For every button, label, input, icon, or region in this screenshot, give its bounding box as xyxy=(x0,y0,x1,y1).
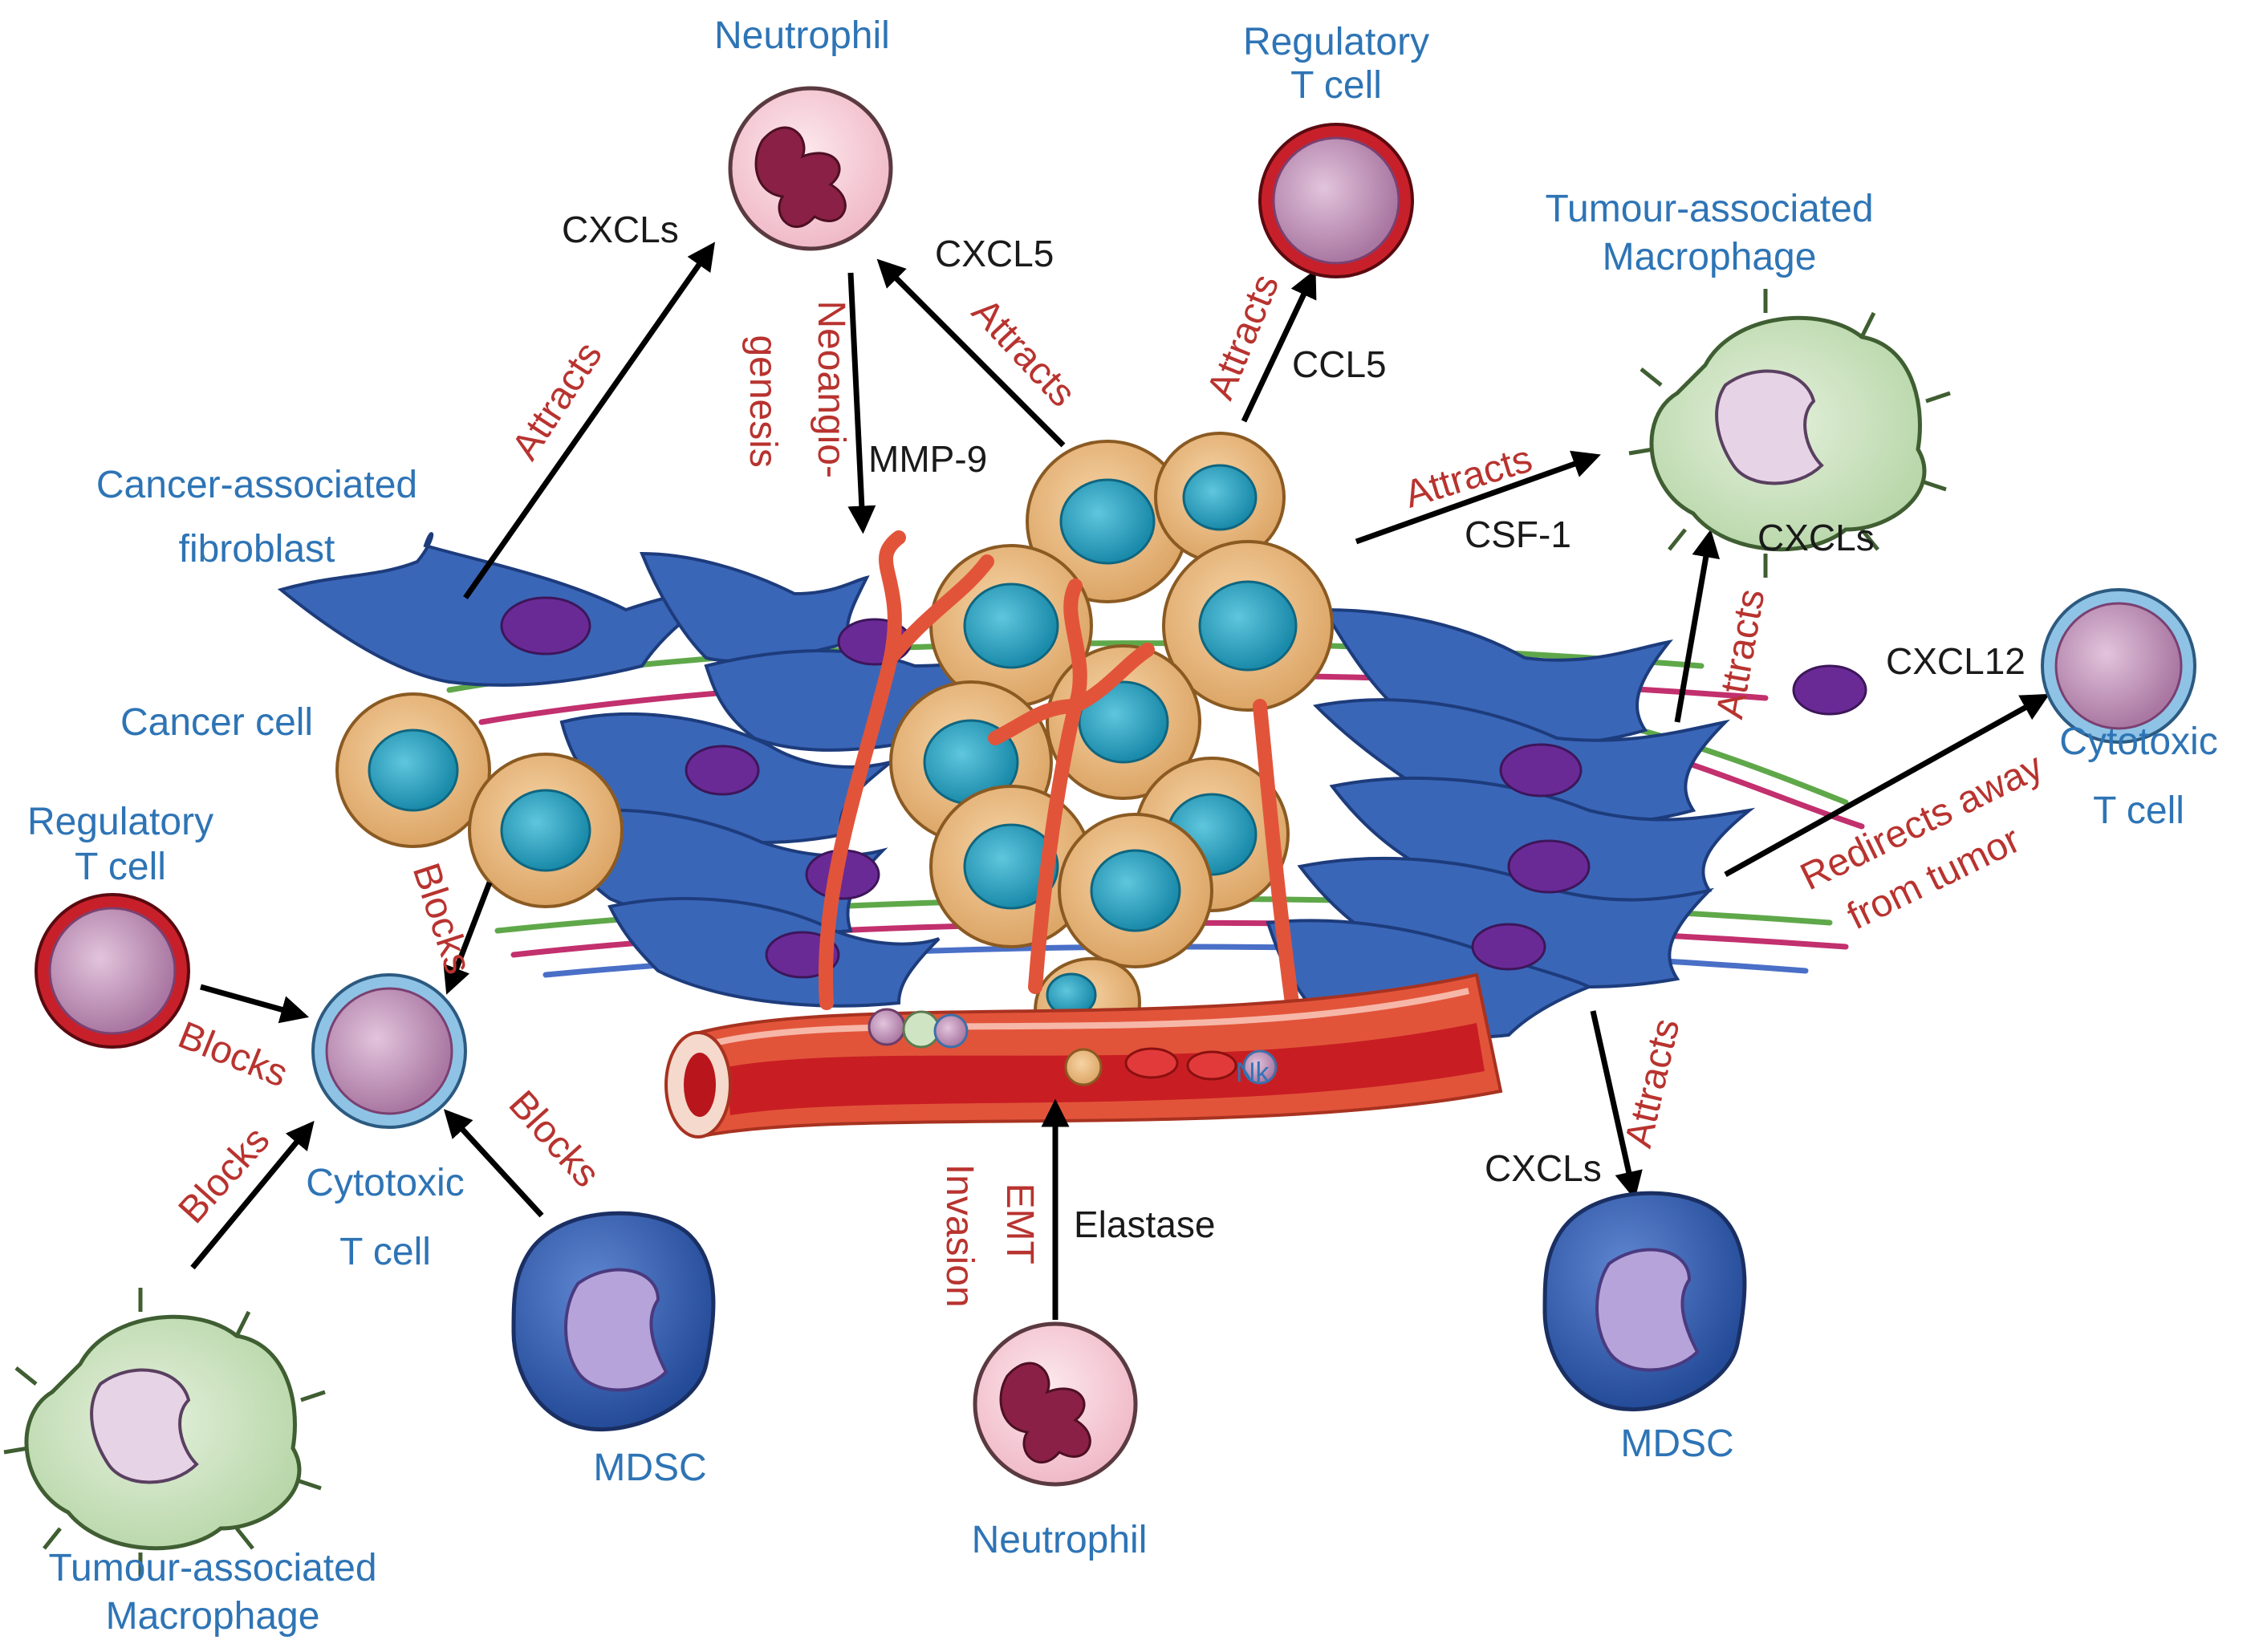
fibroblast-cells xyxy=(277,532,1756,1039)
label-cxcls-tam: CXCLs xyxy=(1757,517,1875,558)
label-neutrophil-bottom: Neutrophil xyxy=(971,1519,1148,1561)
tam-bottom xyxy=(3,1288,326,1577)
label-vessel-nk: Nk xyxy=(1236,1057,1270,1088)
label-tam-bottom-line2: Macrophage xyxy=(105,1595,320,1638)
arrow-caf-to-neutrophil xyxy=(463,242,716,600)
label-ccl5: CCL5 xyxy=(1292,343,1387,385)
label-mdsc-right: MDSC xyxy=(1620,1423,1734,1465)
label-treg-left-line2: T cell xyxy=(75,846,166,888)
blood-cells xyxy=(868,1008,1278,1086)
label-ctl-right-line2: T cell xyxy=(2093,789,2184,832)
label-treg-top-line1: Regulatory xyxy=(1242,21,1430,63)
treg-left xyxy=(35,893,190,1049)
label-ctl-center-line1: Cytotoxic xyxy=(306,1162,465,1204)
cancer-cell-left-1 xyxy=(335,692,491,848)
fibroblast-2 xyxy=(640,551,870,663)
cancer-cell-c4 xyxy=(1162,540,1334,712)
cancer-cell-c9 xyxy=(1058,813,1213,968)
cancer-cell-c2 xyxy=(1154,432,1286,563)
label-mmp9: MMP-9 xyxy=(868,438,988,480)
arrow-fibroblast-to-tam-top xyxy=(1674,529,1721,723)
label-caf-line1: Cancer-associated xyxy=(95,464,418,506)
neutrophil-top xyxy=(728,86,893,251)
label-tam-bottom-line1: Tumour-associated xyxy=(48,1547,377,1589)
arrow-neutrophil-mmp9 xyxy=(847,272,876,534)
label-cxcl12: CXCL12 xyxy=(1886,640,2026,682)
label-cxcl5: CXCL5 xyxy=(935,233,1054,274)
cancer-cell-c1 xyxy=(1026,440,1189,603)
arrow-mdsc-blocks-ctl xyxy=(443,1109,544,1218)
arrow-redirect-ctl xyxy=(1724,693,2050,878)
arrow-tam-blocks-ctl xyxy=(190,1120,315,1270)
arrow-cancer-to-tam-top xyxy=(1355,450,1601,545)
label-cxcls-mdsc: CXCLs xyxy=(1485,1147,1602,1189)
label-ctl-center-line2: T cell xyxy=(339,1231,431,1273)
label-emt: EMT xyxy=(998,1183,1042,1264)
label-cancer-cell: Cancer cell xyxy=(120,701,314,744)
ctl-center xyxy=(311,973,467,1129)
label-mdsc-left: MDSC xyxy=(593,1447,707,1489)
cancer-cell-left-2 xyxy=(468,753,624,908)
treg-top xyxy=(1258,123,1414,278)
blood-vessel xyxy=(664,972,1503,1139)
label-caf-line2: fibroblast xyxy=(178,528,335,570)
mdsc-left xyxy=(511,1211,716,1431)
arrow-treg-blocks-ctl xyxy=(200,984,310,1024)
arrow-fibroblast-to-mdsc xyxy=(1590,1010,1643,1200)
label-tam-top-line2: Macrophage xyxy=(1602,236,1817,278)
arrows xyxy=(190,242,2050,1320)
label-treg-top-line2: T cell xyxy=(1290,64,1382,107)
label-neoangio-line1: Neoangio- xyxy=(810,300,853,478)
label-treg-left-line1: Regulatory xyxy=(26,801,214,843)
label-elastase: Elastase xyxy=(1074,1203,1216,1245)
arrow-cancer-blocks-ctl xyxy=(443,881,493,995)
mdsc-right xyxy=(1542,1191,1747,1411)
label-cxcls-top: CXCLs xyxy=(562,209,679,250)
cancer-cells xyxy=(335,432,1334,1053)
arrow-cancer-to-neutrophil xyxy=(876,258,1066,448)
label-csf1: CSF-1 xyxy=(1465,513,1571,555)
ctl-right xyxy=(2041,588,2196,744)
angiogenic-sprouts xyxy=(818,530,1299,1010)
neutrophil-bottom xyxy=(973,1321,1138,1487)
label-ctl-right-line1: Cytotoxic xyxy=(2059,720,2218,763)
label-neoangio-line2: genesis xyxy=(742,335,785,468)
label-invasion: Invasion xyxy=(938,1163,981,1308)
tam-top xyxy=(1628,289,1951,578)
label-tam-top-line1: Tumour-associated xyxy=(1545,188,1874,230)
label-neutrophil-top: Neutrophil xyxy=(714,14,890,57)
arrow-cancer-to-treg-top xyxy=(1241,269,1317,423)
